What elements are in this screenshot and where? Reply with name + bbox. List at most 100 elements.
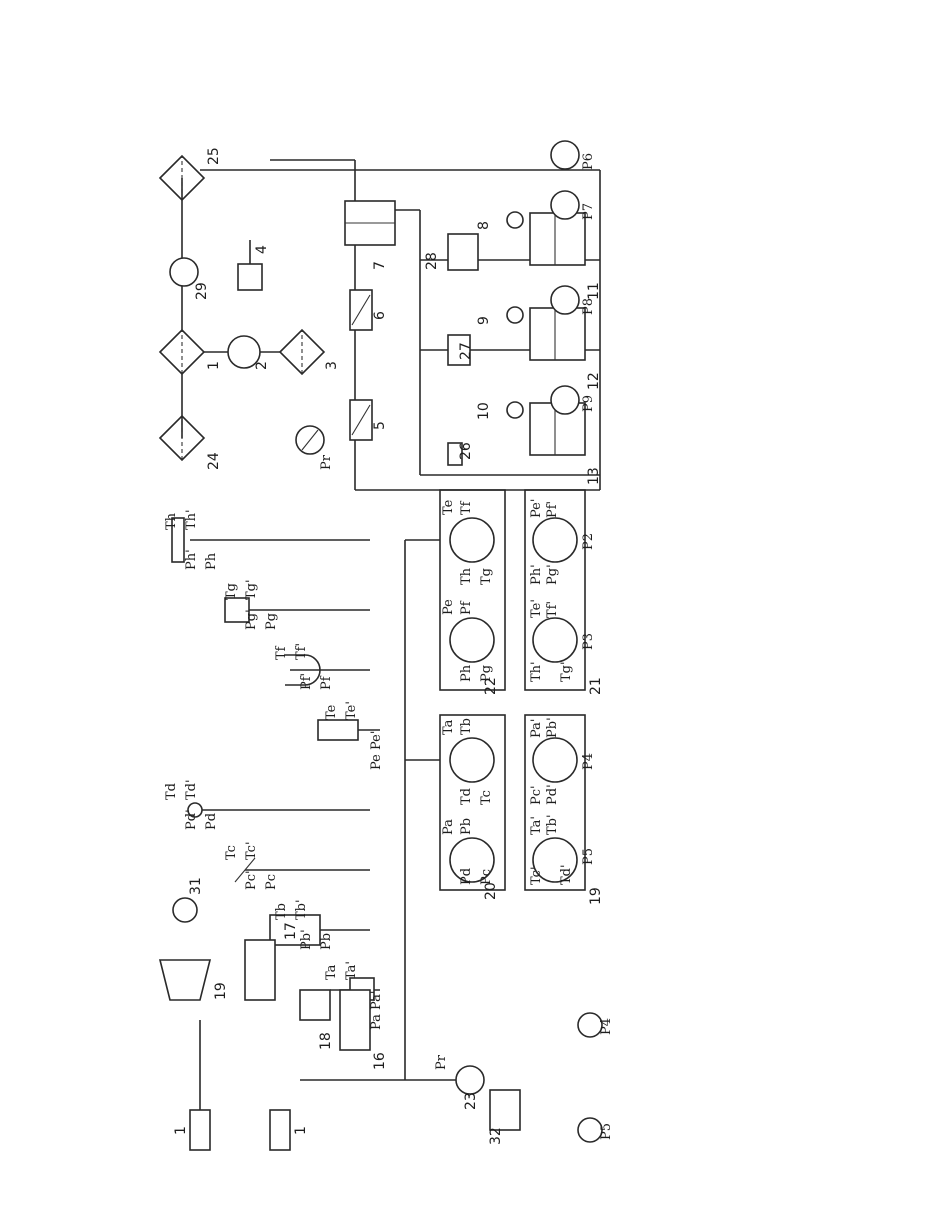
panel-20: [524, 714, 586, 891]
p22-tf1: Tf': [545, 601, 560, 618]
p21-tb: Tb: [459, 718, 474, 735]
label-5: 5: [372, 421, 388, 430]
label-19: 19: [213, 982, 229, 1000]
p20-ta1: Ta': [529, 816, 544, 835]
legend-ph: Ph: [204, 552, 219, 570]
label-26: 25: [206, 147, 222, 165]
pump-24-icon: [455, 1065, 485, 1095]
p22-ph1: Ph': [529, 564, 544, 585]
legend-pg1: Pg': [244, 609, 259, 630]
label-3: 3: [324, 361, 340, 370]
gauge-p9-icon: [550, 385, 580, 415]
legend-tf: Tf: [274, 645, 289, 660]
legend-pe1: Pe': [369, 731, 384, 750]
flowmeter-19-icon: [158, 959, 212, 1001]
p21-pa: Pa: [441, 819, 456, 835]
pump-2-icon: [227, 335, 261, 369]
label-1-bottom: 1: [173, 1126, 189, 1135]
legend-tg1: Tg': [244, 579, 259, 600]
label-4: 4: [254, 245, 270, 254]
gauge-p6-icon: [550, 140, 580, 170]
label-18: 18: [318, 1032, 334, 1050]
legend-pe: Pe: [369, 754, 384, 770]
legend-tb: Tb: [274, 903, 289, 920]
gauge-label-pr-bottom: Pr: [434, 1054, 449, 1070]
meter-31-icon: [172, 897, 198, 923]
p23-tf: Tf: [459, 500, 474, 515]
legend-th: Th: [164, 512, 179, 530]
gauge-p5-icon: [577, 1117, 603, 1143]
label-12: 12: [586, 372, 602, 390]
label-17: 17: [283, 922, 299, 940]
p22-te1: Te': [529, 599, 544, 618]
gauge-p8-icon: [550, 285, 580, 315]
p20-tc1: Tc': [529, 866, 544, 885]
filter-3-icon: [278, 328, 326, 376]
label-11: 11: [586, 282, 602, 300]
label-1-bottom-2: 1: [293, 1126, 309, 1135]
valve-18-icon: [299, 989, 331, 1021]
check-valve-9-icon: [506, 306, 524, 324]
legend-pd1: Pd': [184, 809, 199, 830]
panel-23: [439, 489, 506, 691]
label-27: 26: [458, 442, 474, 460]
legend-tf1: Tf': [294, 643, 309, 660]
gauge-label-p7: P7: [581, 203, 596, 220]
gauge-label-p9: P9: [581, 395, 596, 412]
p22-th1: Th': [529, 661, 544, 682]
load-29-icon: [447, 233, 479, 271]
p20-pc1: Pc': [529, 785, 544, 805]
p21-tc: Tc: [479, 790, 494, 805]
p21-pc: Pc: [479, 869, 494, 885]
legend-pf1: Pf': [299, 673, 314, 690]
filter-1-icon: [158, 328, 206, 376]
label-1: 1: [206, 361, 222, 370]
panel-22: [524, 489, 586, 691]
label-13: 13: [586, 467, 602, 485]
p23-pf: Pf: [459, 600, 474, 615]
label-30: 29: [194, 282, 210, 300]
meter-30-icon: [169, 257, 199, 287]
check-valve-10-icon: [506, 401, 524, 419]
p21-ta: Ta: [441, 719, 456, 735]
legend-pf: Pf: [319, 675, 334, 690]
p20-pa1: Pa': [529, 719, 544, 739]
cylinder-11-icon: [529, 212, 586, 266]
gauge-label-pr: Pr: [319, 454, 334, 470]
label-29: 28: [424, 252, 440, 270]
legend-pb1: Pb': [299, 929, 314, 950]
legend-tc: Tc: [224, 845, 239, 860]
pressure-label-p3: P3: [581, 633, 596, 650]
label-2: 2: [254, 361, 270, 370]
label-16: 16: [372, 1052, 388, 1070]
supply-section: 1 2 3 4 5 6 7 8 9 10 11 12 13 24 25 26 2…: [158, 140, 602, 491]
legend-td: Td: [164, 783, 179, 800]
legend-th1: Th': [184, 509, 199, 530]
label-21: 20: [483, 882, 499, 900]
label-8: 8: [476, 221, 492, 230]
panels: 22 20 21 19 P2 P3 P4 P5 Te Tf Th Tg Pe: [300, 489, 604, 1081]
p23-te: Te: [441, 499, 456, 515]
port-legend: Th Th' Tg Tg' Tf Tf' Te Te' Pe Pe' Pf Pf…: [164, 509, 384, 1030]
label-24: 23: [463, 1092, 479, 1110]
pressure-label-p4: P4: [581, 753, 596, 770]
panel-21: [439, 714, 506, 891]
p22-pe1: Pe': [529, 499, 544, 518]
p21-td: Td: [459, 788, 474, 805]
p22-pf1: Pf': [545, 501, 560, 518]
legend-td1: Td': [184, 779, 199, 800]
label-32: 32: [488, 1127, 504, 1145]
label-23: 22: [483, 677, 499, 695]
legend-ph1: Ph': [184, 549, 199, 570]
load-27-icon: [447, 442, 463, 466]
label-20: 19: [588, 887, 604, 905]
p23-tg: Tg: [479, 568, 494, 585]
legend-te: Te: [324, 704, 339, 720]
p20-pd1: Pd': [545, 784, 560, 805]
gauge-label-p6: P6: [581, 153, 596, 170]
check-valve-8-icon: [506, 211, 524, 229]
p22-tg1: Tg': [559, 661, 574, 682]
legend-te1: Te': [344, 701, 359, 720]
p22-pg1: Pg': [545, 564, 560, 585]
legend-pa: Pa: [369, 1014, 384, 1030]
